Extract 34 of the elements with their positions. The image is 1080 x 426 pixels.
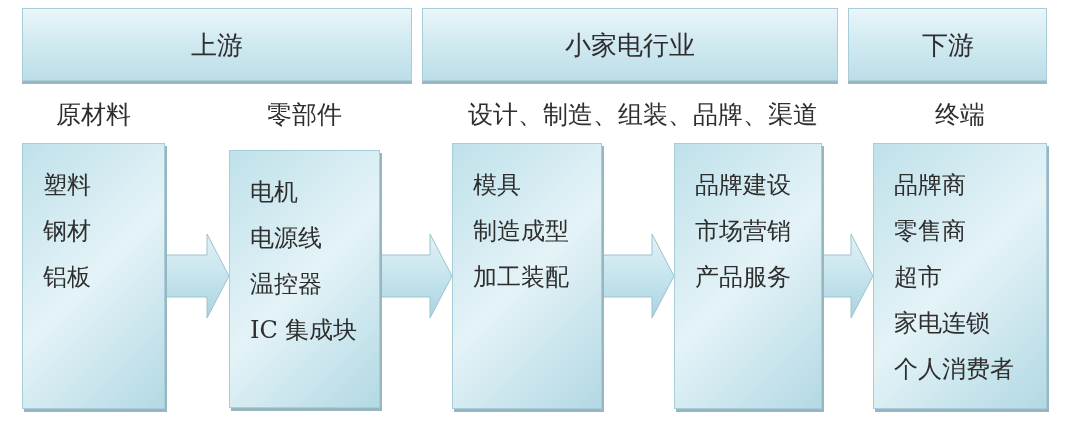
block-arrow [821, 233, 874, 319]
process-box [452, 143, 602, 409]
list-item: 产品服务 [695, 262, 791, 293]
list-item: 温控器 [250, 269, 322, 300]
list-item: 铝板 [43, 262, 91, 293]
column-heading: 终端 [935, 100, 985, 130]
list-item: 塑料 [43, 170, 91, 201]
column-heading: 零部件 [267, 100, 342, 130]
band-title: 上游 [191, 29, 243, 60]
stage-band [422, 8, 838, 81]
list-item: 市场营销 [695, 216, 791, 247]
stage-caption: 设计、制造、组装、品牌、渠道 [468, 100, 818, 130]
band-title: 下游 [921, 29, 974, 60]
stage-band [22, 8, 412, 81]
list-item: 模具 [473, 170, 521, 201]
list-item: 个人消费者 [894, 354, 1014, 385]
block-arrow [379, 233, 453, 319]
list-item: 钢材 [43, 216, 91, 247]
list-item: 零售商 [894, 216, 966, 247]
list-item: 超市 [894, 262, 942, 293]
list-item: 加工装配 [473, 262, 569, 293]
list-item: 制造成型 [473, 216, 569, 247]
block-arrow [164, 233, 230, 319]
list-item: 电源线 [250, 223, 322, 254]
stage-band [848, 8, 1047, 81]
list-item: 品牌商 [894, 170, 966, 201]
list-item: 品牌建设 [695, 170, 791, 201]
list-item: IC 集成块 [250, 315, 358, 346]
block-arrow [601, 233, 675, 319]
band-title: 小家电行业 [565, 29, 695, 60]
process-box [674, 143, 822, 409]
column-heading: 原材料 [56, 100, 131, 130]
list-item: 电机 [250, 177, 298, 208]
list-item: 家电连锁 [894, 308, 990, 339]
